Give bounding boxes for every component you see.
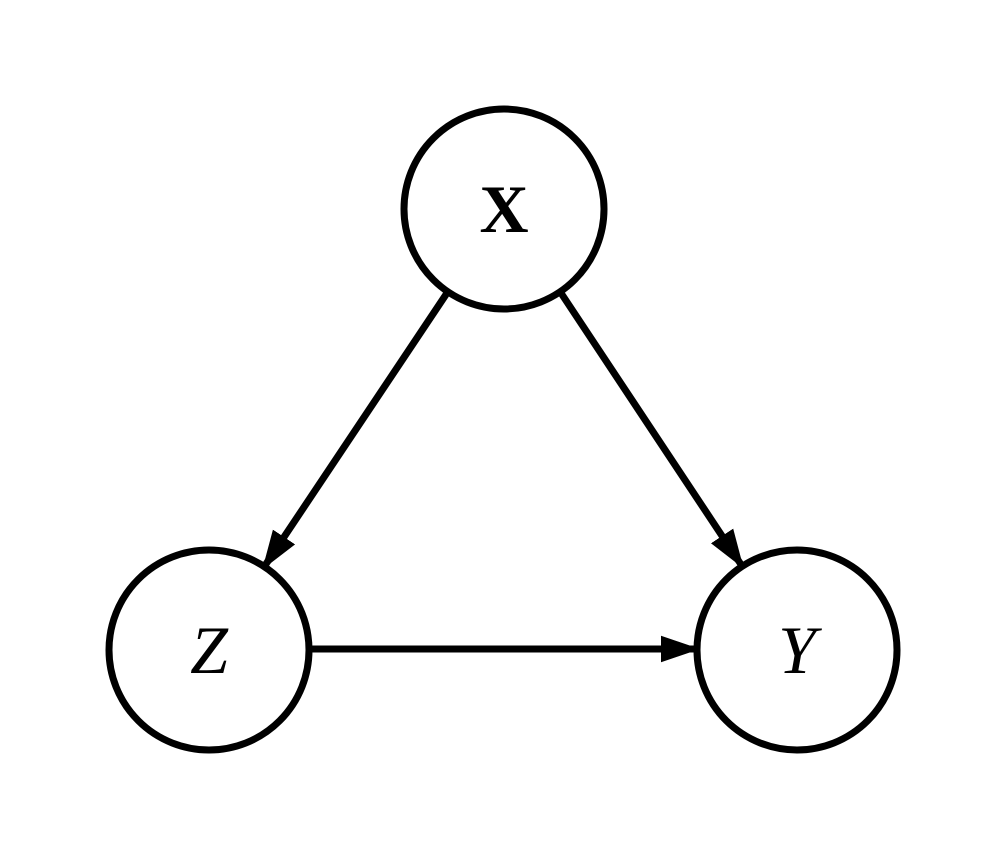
node-x-label: X xyxy=(479,171,528,247)
node-z: Z xyxy=(105,546,313,754)
node-x: X xyxy=(400,105,608,313)
node-z-label: Z xyxy=(190,612,229,688)
node-x-circle xyxy=(400,105,608,313)
node-y-circle xyxy=(693,546,901,754)
node-y-label: Y xyxy=(778,612,822,688)
node-y: Y xyxy=(693,546,901,754)
edge-group xyxy=(261,288,745,663)
edge-x-to-z xyxy=(261,288,452,570)
node-z-circle xyxy=(105,546,313,754)
edge-x-to-y xyxy=(556,288,745,569)
